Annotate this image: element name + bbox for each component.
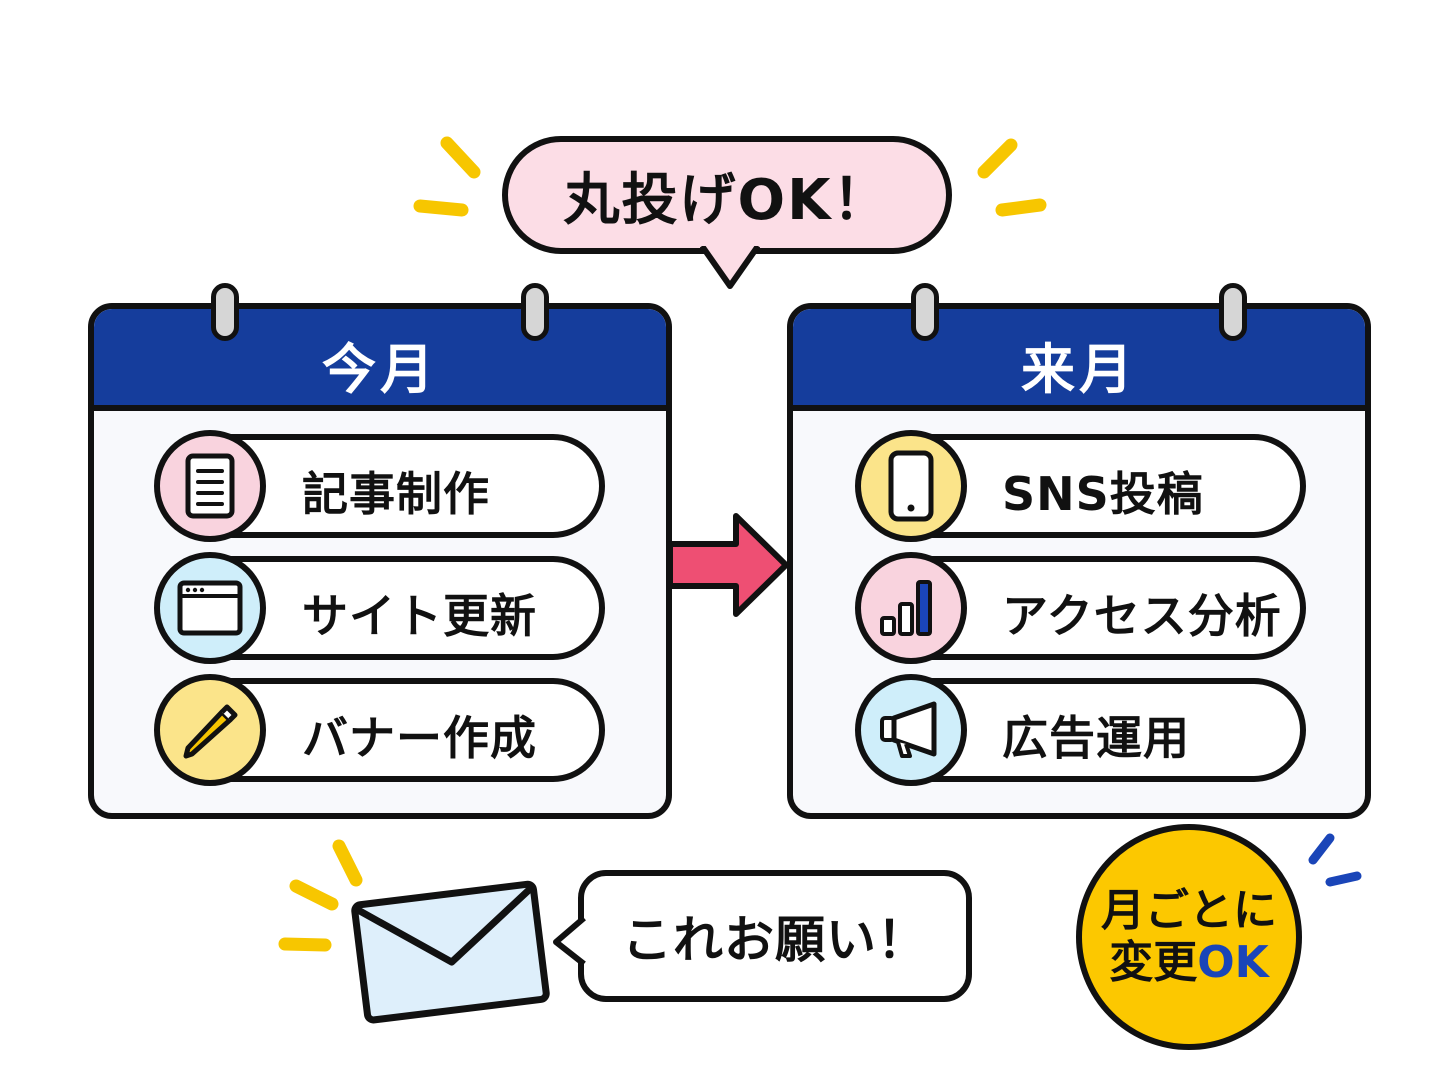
calendar-ring: [1219, 283, 1247, 341]
calendar-header-next-month: 来月: [793, 309, 1365, 411]
browser-window-icon: [177, 580, 243, 636]
task-icon-circle: [855, 430, 967, 542]
calendar-ring: [911, 283, 939, 341]
task-icon-circle: [855, 674, 967, 786]
headline-text: 丸投げOK！: [563, 167, 891, 233]
task-icon-circle: [154, 552, 266, 664]
calendar-title: 来月: [1021, 337, 1137, 401]
smartphone-icon: [888, 450, 934, 522]
task-label: バナー作成: [302, 711, 537, 765]
task-label: 記事制作: [302, 467, 490, 521]
headline-bubble: 丸投げOK！: [502, 136, 952, 254]
task-icon-circle: [154, 430, 266, 542]
envelope-icon: [351, 880, 550, 1024]
badge-line2-text: 変更: [1109, 937, 1198, 988]
task-label: SNS投稿: [1002, 467, 1204, 521]
megaphone-icon: [880, 701, 937, 758]
calendar-header-this-month: 今月: [94, 309, 666, 411]
task-icon-circle: [855, 552, 967, 664]
bar-chart-icon: [880, 580, 932, 636]
task-label: 広告運用: [1002, 711, 1190, 765]
task-label: アクセス分析: [1002, 589, 1282, 643]
calendar-ring: [521, 283, 549, 341]
right-arrow-icon: [667, 513, 789, 617]
document-icon: [185, 453, 235, 519]
badge-line1: 月ごとに: [1101, 885, 1277, 937]
request-bubble-tail: [553, 916, 586, 967]
badge-line2: 変更OK: [1109, 937, 1269, 989]
task-label: サイト更新: [302, 589, 537, 643]
pencil-icon: [183, 704, 238, 759]
request-bubble: これお願い！: [578, 870, 972, 1002]
badge-ok-text: OK: [1197, 937, 1269, 988]
headline-bubble-tail: [700, 246, 760, 289]
task-icon-circle: [154, 674, 266, 786]
calendar-title: 今月: [322, 337, 438, 401]
calendar-ring: [211, 283, 239, 341]
request-text: これお願い！: [622, 911, 928, 969]
monthly-change-badge: 月ごとに 変更OK: [1076, 824, 1302, 1050]
